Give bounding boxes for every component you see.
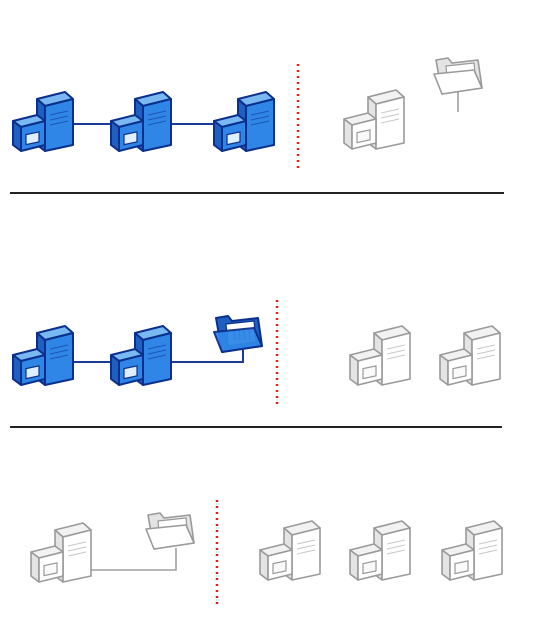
row-1-active-server-icon (12, 91, 74, 152)
row-2-active-folder-icon (213, 315, 263, 353)
row-3-link-1 (90, 548, 177, 571)
row-3-inactive-server-icon (441, 520, 503, 581)
row-3-inactive-server-icon (349, 520, 411, 581)
separators-layer (10, 64, 504, 608)
row-2-active-server-icon (110, 325, 172, 386)
row-2-inactive-server-icon (349, 325, 411, 386)
row-1-active-server-icon (110, 91, 172, 152)
row-1-inactive-server-icon (343, 89, 405, 150)
row-1-inactive-folder-icon (433, 57, 483, 112)
row-3-inactive-server-icon (30, 522, 92, 583)
row-2-inactive-server-icon (439, 325, 501, 386)
row-2-link-2 (170, 350, 244, 363)
links-layer (73, 123, 244, 571)
row-2-active-server-icon (12, 325, 74, 386)
row-1-active-server-icon (213, 91, 275, 152)
row-3-inactive-folder-icon (145, 512, 195, 550)
icons-layer (12, 57, 503, 583)
row-3-inactive-server-icon (259, 520, 321, 581)
